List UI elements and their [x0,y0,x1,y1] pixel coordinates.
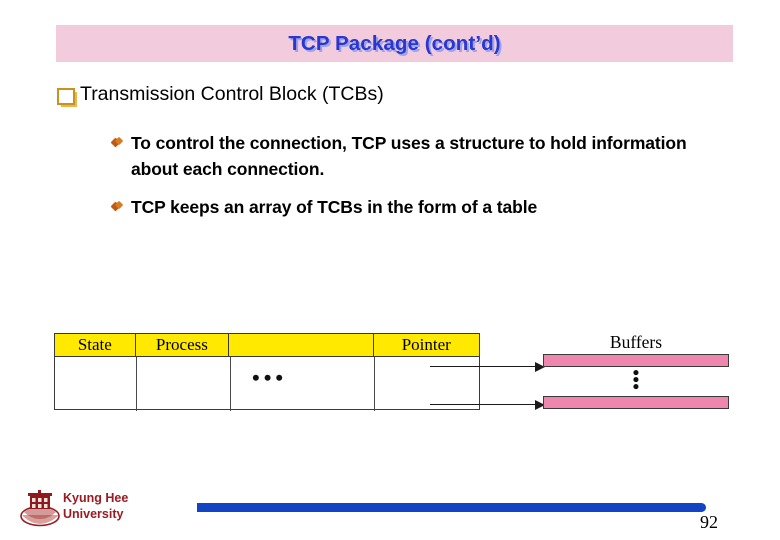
footer-divider-bar [197,503,706,512]
university-logo-icon [20,490,60,527]
buffers-label: Buffers [609,332,663,352]
pointer-arrow [430,362,545,372]
hollow-square-bullet-icon [56,87,75,105]
page-title: TCP Package (cont’d) [288,32,501,55]
bullet-label: To control the connection, TCP uses a st… [131,133,687,179]
diamond-bullet-icon [110,200,125,215]
column-header-blank [229,334,372,356]
bullet-item: To control the connection, TCP uses a st… [110,130,720,182]
bullet-item: TCP keeps an array of TCBs in the form o… [110,194,720,220]
ellipsis-dot: • [632,363,640,384]
column-header-pointer: Pointer [372,334,480,356]
table-column-divider [374,357,375,411]
heading-bullet-label: Transmission Control Block (TCBs) [80,83,384,105]
university-name: Kyung Hee University [63,491,129,521]
table-column-divider [136,357,137,411]
buffers-vertical-ellipsis: • • • [630,363,642,398]
buffer-bar [543,396,729,409]
column-header-state: State [55,334,136,356]
ellipsis-dot: • [632,370,640,391]
slide-title-banner: TCP Package (cont’d) [56,25,733,62]
table-ellipsis: ••• [252,365,288,390]
tcb-table-header-row: State Process Pointer [55,334,479,357]
pointer-arrow [430,400,545,410]
tcb-table: State Process Pointer [54,333,480,411]
table-column-divider [230,357,231,411]
heading-bullet-row: Transmission Control Block (TCBs) [56,82,384,106]
diamond-bullet-icon [110,136,125,151]
bullet-label: TCP keeps an array of TCBs in the form o… [131,197,538,217]
ellipsis-dot: • [632,377,640,398]
column-header-process: Process [136,334,230,356]
page-number: 92 [700,512,718,532]
buffer-bar [543,354,729,367]
